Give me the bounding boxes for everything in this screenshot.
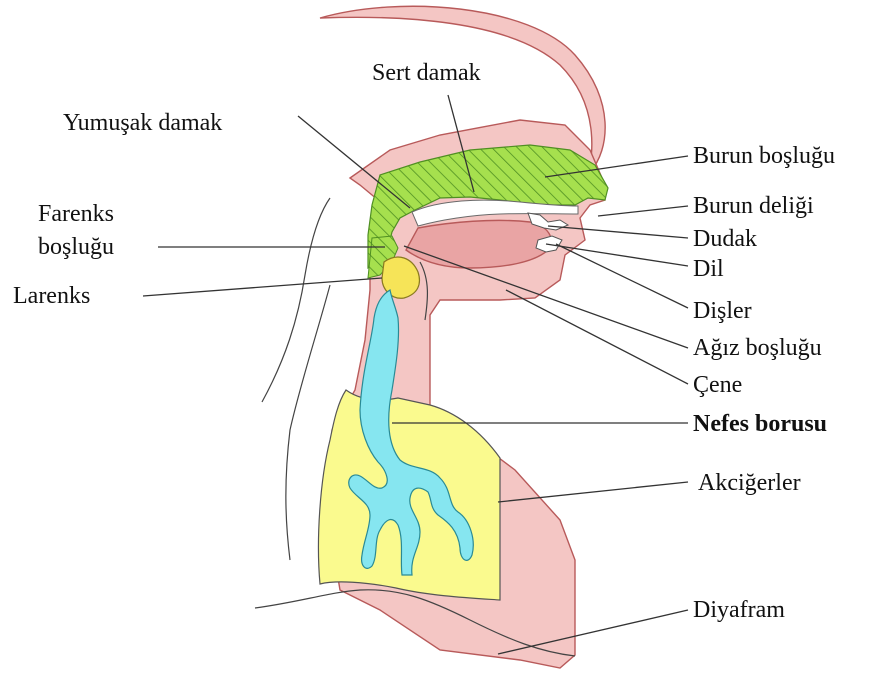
leader-burun-deligi <box>598 206 688 216</box>
label-burun-deligi: Burun deliği <box>693 193 814 219</box>
label-sert-damak: Sert damak <box>372 60 481 86</box>
label-larenks: Larenks <box>13 283 90 309</box>
label-burun-boslugu: Burun boşluğu <box>693 143 835 169</box>
label-diyafram: Diyafram <box>693 597 785 623</box>
leader-cene <box>506 290 688 384</box>
leader-larenks <box>143 278 382 296</box>
label-dil: Dil <box>693 256 724 282</box>
label-nefes-borusu: Nefes borusu <box>693 411 827 437</box>
label-farenks-line2: boşluğu <box>38 234 114 260</box>
anatomy <box>255 6 608 668</box>
label-agiz-boslugu: Ağız boşluğu <box>693 335 822 361</box>
label-akcigerler: Akciğerler <box>698 470 801 496</box>
label-yumusak-damak: Yumuşak damak <box>63 110 222 136</box>
label-cene: Çene <box>693 372 742 398</box>
tongue-shape <box>406 220 551 268</box>
leader-dil <box>546 244 688 266</box>
neck-back-line <box>262 198 330 402</box>
leader-disler <box>556 244 688 308</box>
label-dudak: Dudak <box>693 226 757 252</box>
label-farenks-line1: Farenks <box>38 201 114 227</box>
label-disler: Dişler <box>693 298 752 324</box>
